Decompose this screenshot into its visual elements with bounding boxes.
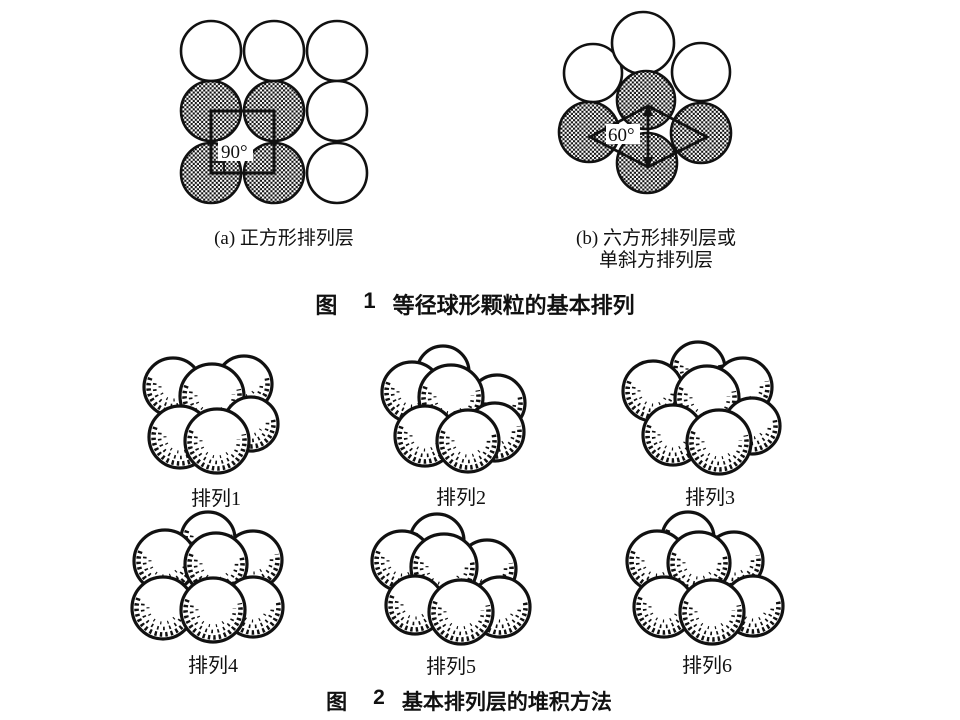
arrangement-6-label: 排列6 <box>682 655 732 677</box>
arrangement-5-spheres <box>370 512 532 646</box>
figure1-caption-title: 等径球形颗粒的基本排列 <box>392 293 635 318</box>
figure1-panel-b-diagram: 60° <box>557 10 733 195</box>
panel-a-caption: (a) 正方形排列层 <box>214 228 354 249</box>
arrangement-4-spheres <box>130 510 285 644</box>
figure1-caption-prefix: 图 <box>315 293 338 318</box>
panel-b-caption-line2: 单斜方排列层 <box>598 250 713 271</box>
arrangement-2-label: 排列2 <box>436 487 486 509</box>
figure1-caption: 图 1 等径球形颗粒的基本排列 <box>315 288 634 320</box>
panel-b-caption: (b) 六方形排列层或 单斜方排列层 <box>576 228 736 272</box>
figure1-caption-number: 1 <box>363 288 376 313</box>
figure2-caption-prefix: 图 <box>326 691 348 714</box>
figure1-panel-a-diagram: 90° <box>179 19 369 205</box>
arrangement-2-spheres <box>380 344 527 474</box>
arrangement-1-spheres <box>142 354 280 475</box>
arrow-up <box>643 103 653 116</box>
angle-label-bg <box>606 124 640 144</box>
arrangement-3-spheres <box>621 340 782 476</box>
panel-b-caption-line1: (b) 六方形排列层或 <box>576 228 736 249</box>
unit-cell-square: 90° <box>209 109 276 175</box>
right-angle-marker <box>212 161 225 173</box>
angle-label-60: 60° <box>608 125 635 146</box>
unit-cell-rhombus: 60° <box>586 103 711 170</box>
angle-label-bg <box>218 141 253 161</box>
arrangement-5-label: 排列5 <box>426 656 476 678</box>
arrangement-4-label: 排列4 <box>188 655 238 677</box>
arrow-down <box>643 157 653 170</box>
angle-label-90: 90° <box>221 142 248 163</box>
figure2-caption-number: 2 <box>373 686 385 709</box>
arrangement-1-label: 排列1 <box>191 488 241 510</box>
figure2-caption: 图 2 基本排列层的堆积方法 <box>326 686 612 716</box>
arrangement-6-spheres <box>625 510 785 646</box>
figure2-caption-title: 基本排列层的堆积方法 <box>401 691 612 714</box>
arrangement-3-label: 排列3 <box>685 487 735 509</box>
